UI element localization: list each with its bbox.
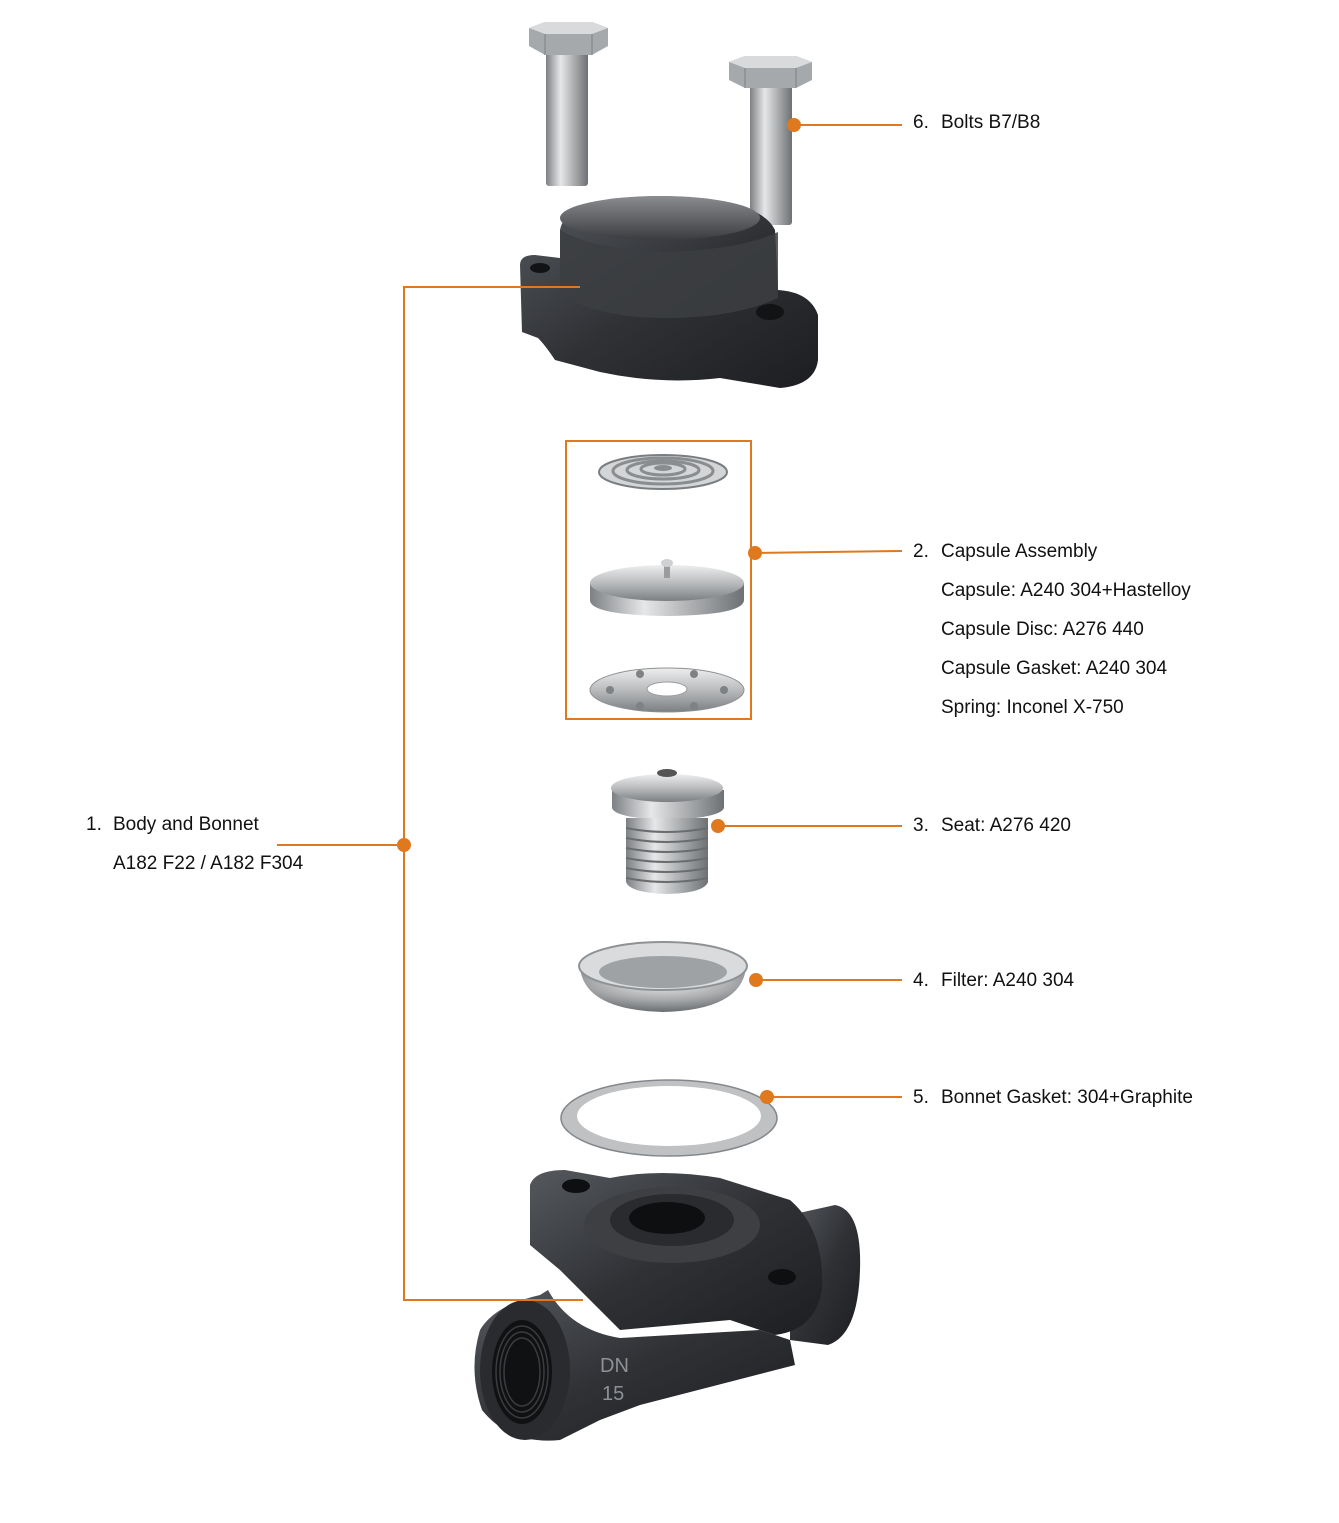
label-seat: Seat: A276 420 (941, 815, 1071, 836)
bolt-right (729, 56, 812, 225)
body-marking-size: 15 (602, 1383, 624, 1405)
label-filter-number: 4. (913, 970, 929, 991)
label-body-material: A182 F22 / A182 F304 (113, 853, 304, 874)
label-seat-number: 3. (913, 815, 929, 836)
filter (578, 941, 748, 1012)
label-capsule-material: Capsule: A240 304+Hastelloy (941, 580, 1191, 601)
label-bolts-number: 6. (913, 112, 929, 133)
leader-dot-seat (711, 819, 725, 833)
capsule (590, 559, 744, 616)
label-capsule-disc-material: Capsule Disc: A276 440 (941, 619, 1144, 640)
label-spring-material: Spring: Inconel X-750 (941, 697, 1124, 718)
leader-dot-capsule (748, 546, 762, 560)
bonnet-gasket (560, 1079, 778, 1157)
label-capsule-number: 2. (913, 541, 929, 562)
leader-dot-body (397, 838, 411, 852)
leader-dot-bolts (787, 118, 801, 132)
seat (611, 769, 724, 894)
label-capsule: Capsule Assembly (941, 541, 1098, 562)
bonnet (520, 196, 818, 388)
capsule-spring (598, 454, 728, 490)
capsule-disc (589, 667, 745, 713)
label-gasket: Bonnet Gasket: 304+Graphite (941, 1087, 1193, 1108)
leader-body-bracket (403, 286, 583, 1301)
body: DN 15 (474, 1170, 861, 1441)
label-gasket-number: 5. (913, 1087, 929, 1108)
body-marking-dn: DN (600, 1355, 629, 1377)
label-body: Body and Bonnet (113, 814, 259, 835)
leader-capsule (754, 550, 903, 554)
leader-dot-gasket (760, 1090, 774, 1104)
label-capsule-gasket-material: Capsule Gasket: A240 304 (941, 658, 1168, 679)
label-bolts: Bolts B7/B8 (941, 112, 1041, 133)
label-filter: Filter: A240 304 (941, 970, 1075, 991)
leader-dot-filter (749, 973, 763, 987)
capsule-assembly (565, 440, 752, 720)
bolt-left (529, 22, 608, 186)
label-body-number: 1. (86, 814, 102, 835)
